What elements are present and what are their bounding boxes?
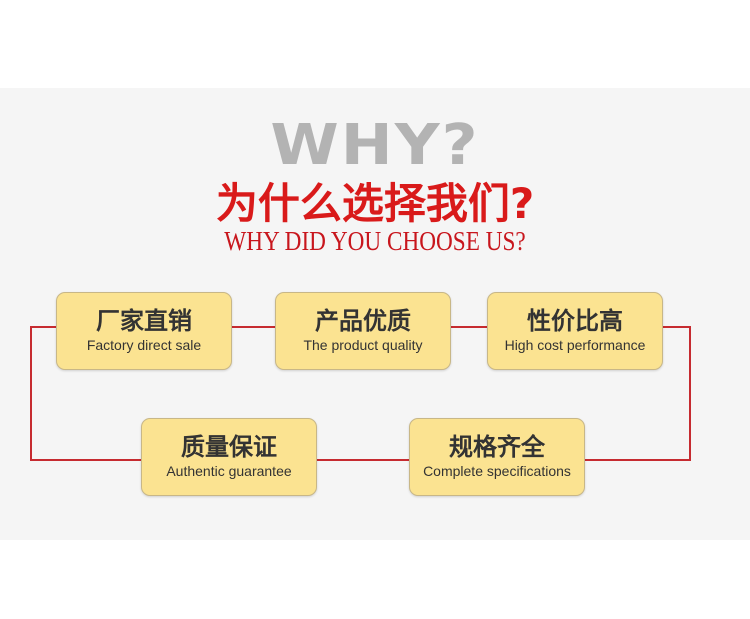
feature-box-factory-direct: 厂家直销 Factory direct sale [56, 292, 232, 370]
connector-right [689, 326, 691, 461]
title-english: WHY DID YOU CHOOSE US? [224, 226, 526, 256]
feature-title: 质量保证 [181, 433, 277, 461]
connector-bottom [30, 459, 691, 461]
feature-title: 性价比高 [527, 307, 623, 335]
feature-box-specifications: 规格齐全 Complete specifications [409, 418, 585, 496]
feature-subtitle: Factory direct sale [86, 337, 202, 353]
feature-subtitle: The product quality [303, 337, 423, 353]
why-heading: WHY? [270, 111, 480, 178]
feature-box-quality: 产品优质 The product quality [275, 292, 451, 370]
connector-left [30, 326, 32, 461]
feature-subtitle: Authentic guarantee [166, 463, 292, 479]
feature-subtitle: Complete specifications [423, 463, 571, 479]
feature-title: 产品优质 [315, 307, 411, 335]
title-chinese: 为什么选择我们? [215, 179, 535, 228]
feature-box-cost-performance: 性价比高 High cost performance [487, 292, 663, 370]
feature-box-guarantee: 质量保证 Authentic guarantee [141, 418, 317, 496]
feature-title: 规格齐全 [449, 433, 545, 461]
feature-title: 厂家直销 [96, 307, 192, 335]
feature-subtitle: High cost performance [504, 337, 646, 353]
